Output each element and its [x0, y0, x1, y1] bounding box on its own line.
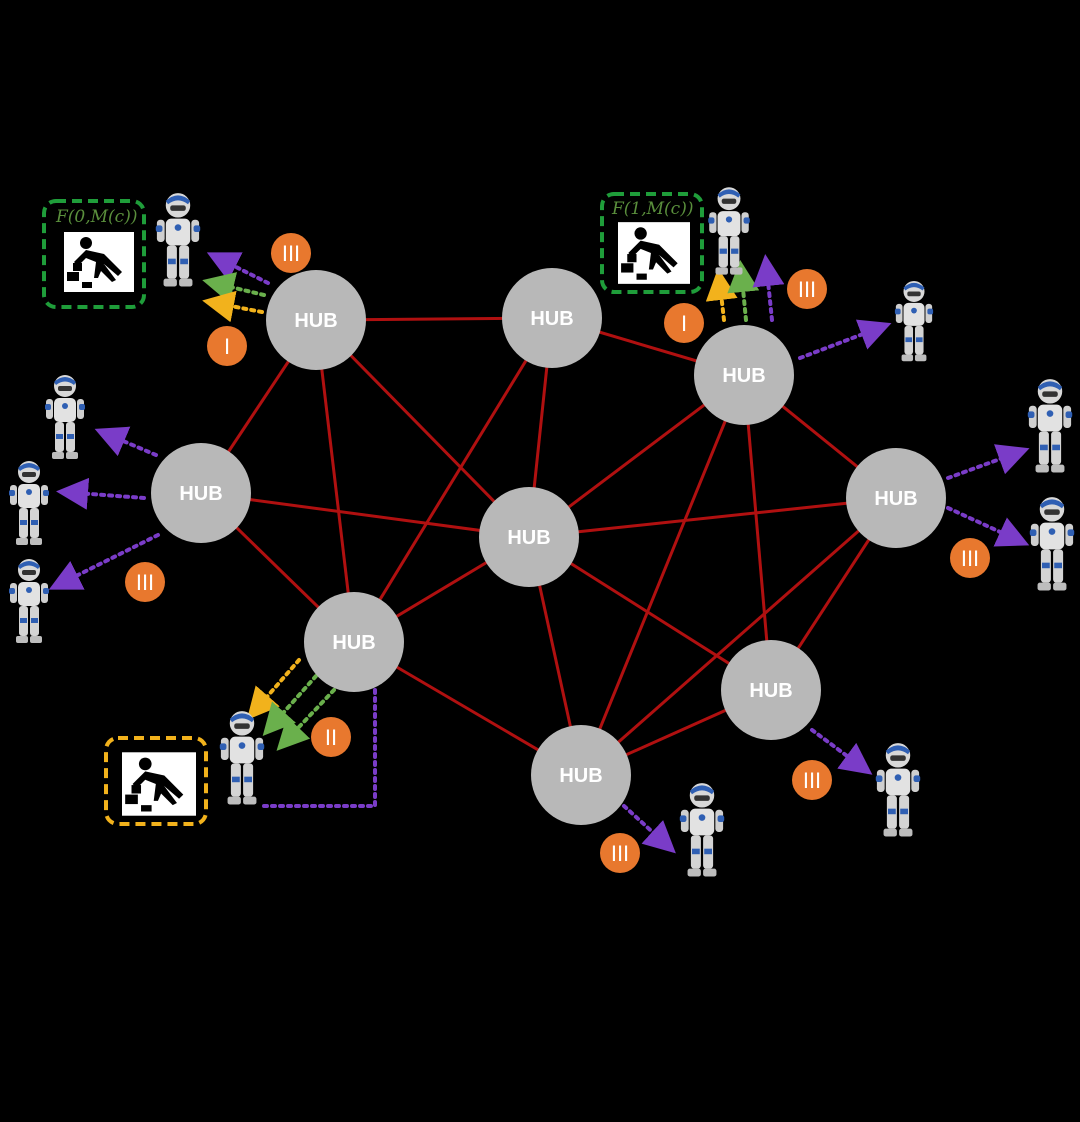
hub-node: HUB: [721, 640, 821, 740]
humanoid-robot-icon: [894, 280, 934, 362]
svg-text:III: III: [282, 241, 300, 266]
hub-edge: [200, 491, 530, 539]
arrow-green: [276, 688, 336, 751]
arrow-purple: [206, 252, 270, 285]
step-badge: III: [792, 760, 832, 800]
hub-label: HUB: [507, 527, 550, 549]
step-badge: III: [125, 562, 165, 602]
arrow-purple: [810, 728, 873, 775]
function-label: F(0,M(c)): [55, 207, 137, 227]
person-stacking-blocks-icon: [64, 232, 134, 292]
arrow-green: [202, 272, 266, 304]
humanoid-robot-icon: [875, 743, 921, 837]
hub-node: HUB: [151, 443, 251, 543]
arrow-yellow: [246, 658, 301, 721]
arrow-purple: [946, 506, 1030, 547]
arrows: [48, 252, 1030, 854]
arrow-purple: [622, 804, 676, 854]
hub-label: HUB: [749, 680, 792, 702]
hub-label: HUB: [294, 310, 337, 332]
hub-edge: [352, 317, 554, 643]
humanoid-robot-icon: [155, 193, 201, 287]
svg-text:III: III: [961, 546, 979, 571]
arrow-yellow: [705, 268, 738, 322]
person-stacking-blocks-icon: [122, 752, 196, 816]
person-stacking-blocks-icon: [618, 222, 690, 284]
svg-text:III: III: [611, 841, 629, 866]
humanoid-robot-icon: [679, 783, 725, 877]
hub-label: HUB: [530, 308, 573, 330]
svg-text:III: III: [798, 277, 816, 302]
hub-label: HUB: [722, 365, 765, 387]
arrow-purple: [752, 254, 785, 322]
step-badge: I: [207, 326, 247, 366]
hub-node: HUB: [846, 448, 946, 548]
hub-node: HUB: [694, 325, 794, 425]
humanoid-robot-icon: [9, 461, 49, 545]
hub-edge: [314, 319, 356, 643]
function-label: F(1,M(c)): [611, 199, 693, 219]
arrow-yellow: [202, 290, 264, 323]
step-badge: II: [311, 717, 351, 757]
arrow-green: [262, 674, 318, 736]
humanoid-robot-icon: [1029, 497, 1075, 591]
svg-text:III: III: [803, 768, 821, 793]
hub-edge: [314, 318, 531, 539]
hubs: HUB HUB HUB HUB HUB HUB HUB HUB: [151, 268, 946, 825]
svg-text:I: I: [224, 334, 230, 359]
arrow-purple: [94, 426, 158, 457]
step-badges: III I I III III III II III: [125, 233, 990, 873]
hub-node: HUB: [502, 268, 602, 368]
svg-text:II: II: [325, 725, 337, 750]
arrow-green: [727, 260, 760, 322]
humanoid-robot-icon: [708, 187, 750, 275]
step-badge: I: [664, 303, 704, 343]
arrow-purple: [48, 533, 160, 590]
hub-label: HUB: [874, 488, 917, 510]
humanoid-robot-icon: [219, 711, 265, 805]
step-badge: III: [600, 833, 640, 873]
hub-label: HUB: [559, 765, 602, 787]
arrow-purple-path: [260, 688, 377, 808]
hub-edge: [528, 496, 897, 539]
task-card: F(1,M(c)): [600, 192, 704, 294]
hub-node: HUB: [304, 592, 404, 692]
hub-node: HUB: [531, 725, 631, 825]
humanoid-robot-icon: [45, 375, 85, 459]
hub-edge: [579, 374, 746, 776]
arrow-purple: [946, 444, 1030, 480]
hub-label: HUB: [179, 483, 222, 505]
hub-edge: [742, 374, 773, 691]
humanoid-robot-icon: [1027, 379, 1073, 473]
step-badge: III: [950, 538, 990, 578]
svg-text:I: I: [681, 311, 687, 336]
humanoid-robot-icon: [9, 559, 49, 643]
svg-text:III: III: [136, 570, 154, 595]
hub-label: HUB: [332, 632, 375, 654]
hub-edge: [580, 496, 897, 777]
step-badge: III: [787, 269, 827, 309]
task-card: F(0,M(c)): [42, 199, 146, 309]
arrow-purple: [798, 319, 892, 360]
hub-node: HUB: [266, 270, 366, 370]
hub-node: HUB: [479, 487, 579, 587]
task-card: [104, 736, 208, 826]
step-badge: III: [271, 233, 311, 273]
arrow-purple: [56, 477, 146, 510]
task-cards: F(0,M(c)) F(1,M(c)): [42, 192, 704, 826]
